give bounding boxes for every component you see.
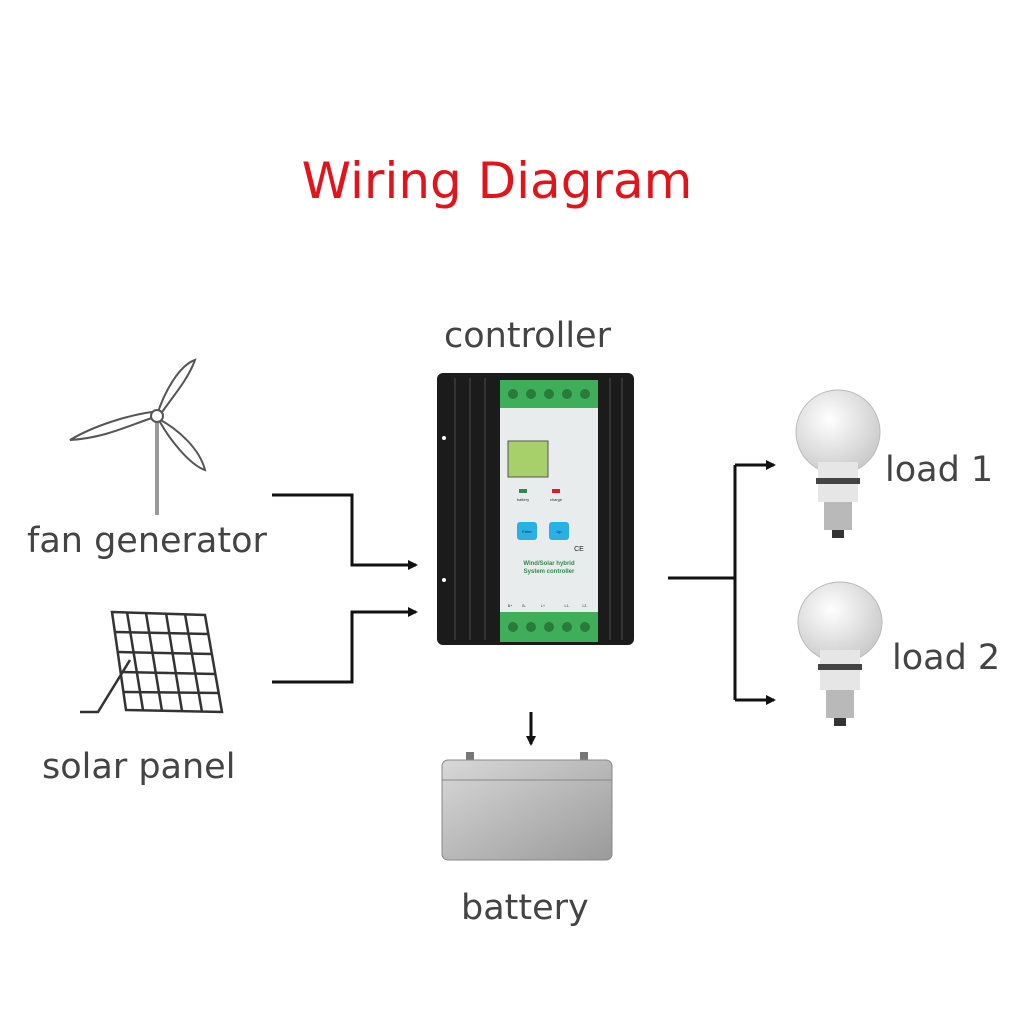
enter-button-label: Enter [522,529,532,534]
solar-panel-label: solar panel [42,747,236,787]
fan-generator-label: fan generator [27,521,267,561]
load1-label: load 1 [885,450,994,490]
controller-label: controller [444,316,611,356]
output-wires [668,460,776,705]
controller-device [437,373,634,645]
ce-mark: CE [574,546,584,553]
input-wires [272,493,418,684]
bulb-icon-load1 [795,389,881,538]
terminal-label: L2- [582,604,588,608]
load2-label: load 2 [892,638,1001,678]
bulb-icon-load2 [797,581,883,726]
led-charge-label: charge [550,497,563,502]
terminal-label: B- [522,604,526,608]
up-button-label: Up [556,529,562,534]
product-line1: Wind/Solar hybrid [523,561,575,567]
solar-panel-icon [80,610,224,714]
battery-label: battery [461,888,589,928]
product-line2: System controller [524,569,575,575]
terminal-label: B+ [508,604,512,608]
terminal-label: L1- [564,604,570,608]
led-battery-label: battery [517,497,529,502]
battery-icon [441,752,613,861]
wind-turbine-icon [69,358,207,515]
diagram-title: Wiring Diagram [301,152,693,210]
terminal-label: L+ [541,604,545,608]
